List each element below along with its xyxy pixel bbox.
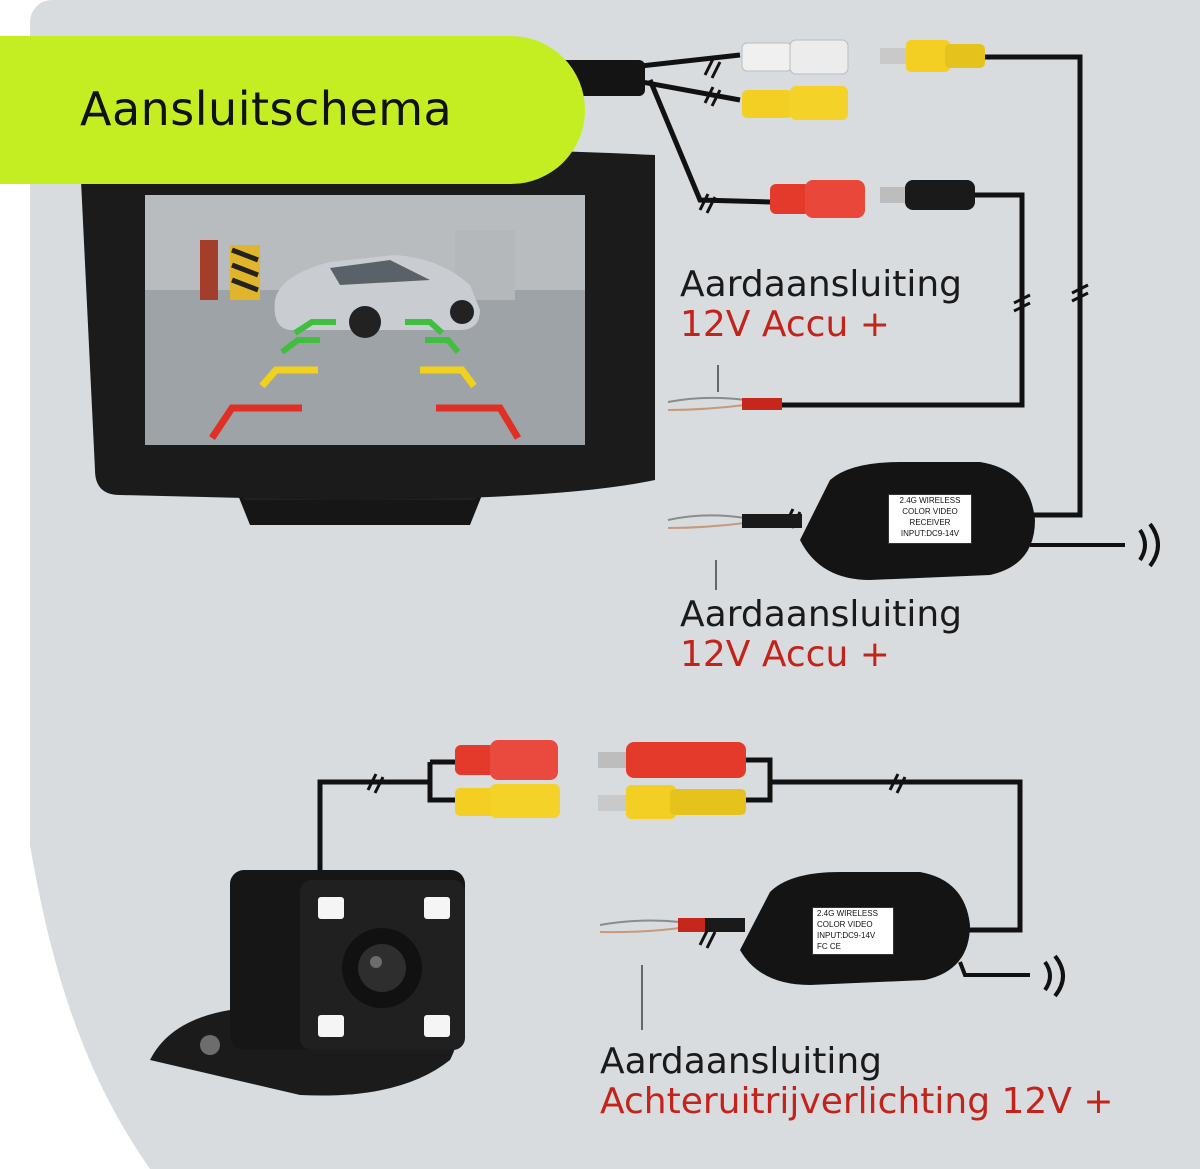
transmitter-chip-line: INPUT:DC9-14V xyxy=(817,931,876,940)
ground-label-monitor: Aardaansluiting 12V Accu + xyxy=(680,265,962,345)
rca-yellow-male-top xyxy=(880,40,985,72)
backup-camera xyxy=(150,870,465,1096)
ground-label-receiver: Aardaansluiting 12V Accu + xyxy=(680,595,962,675)
dc-red-female-bottom xyxy=(455,740,558,780)
label-line-power: 12V Accu + xyxy=(680,634,890,675)
label-line-ground: Aardaansluiting xyxy=(680,264,963,305)
dc-black-male-top xyxy=(880,180,975,210)
label-line-power: 12V Accu + xyxy=(680,304,890,345)
panel-corner-curve xyxy=(0,560,150,1169)
transmitter-chip-line: FC CE xyxy=(817,942,841,951)
receiver-chip-line: RECEIVER xyxy=(909,518,951,527)
dc-red-female-top xyxy=(770,180,865,218)
monitor xyxy=(80,148,655,525)
label-line-reverse-light: Achteruitrijverlichting 12V + xyxy=(600,1081,1114,1122)
receiver-chip-line: 2.4G WIRELESS xyxy=(899,496,961,505)
transmitter-chip-line: COLOR VIDEO xyxy=(817,920,873,929)
page-title: Aansluitschema xyxy=(80,82,453,136)
title-banner xyxy=(0,36,585,184)
ground-label-camera: Aardaansluiting Achteruitrijverlichting … xyxy=(600,1042,1114,1122)
rca-yellow-male-bottom xyxy=(598,785,746,819)
receiver-chip-line: COLOR VIDEO xyxy=(902,507,958,516)
transmitter-chip-line: 2.4G WIRELESS xyxy=(817,909,878,918)
transmitter-label-chip: 2.4G WIRELESS COLOR VIDEO INPUT:DC9-14V … xyxy=(812,907,894,955)
rca-yellow-female-top xyxy=(742,86,848,120)
receiver-chip-line: INPUT:DC9-14V xyxy=(900,529,960,538)
dc-red-male-bottom xyxy=(598,742,746,778)
power-wire-top xyxy=(667,396,782,411)
cut-markers-top xyxy=(698,58,1089,529)
receiver-label-chip: 2.4G WIRELESS COLOR VIDEO RECEIVER INPUT… xyxy=(888,494,972,544)
rca-white-female xyxy=(741,39,849,75)
cut-markers-bottom xyxy=(366,773,907,949)
rca-yellow-female-bottom xyxy=(455,784,560,818)
label-line-ground: Aardaansluiting xyxy=(680,594,963,635)
label-line-ground: Aardaansluiting xyxy=(600,1041,883,1082)
